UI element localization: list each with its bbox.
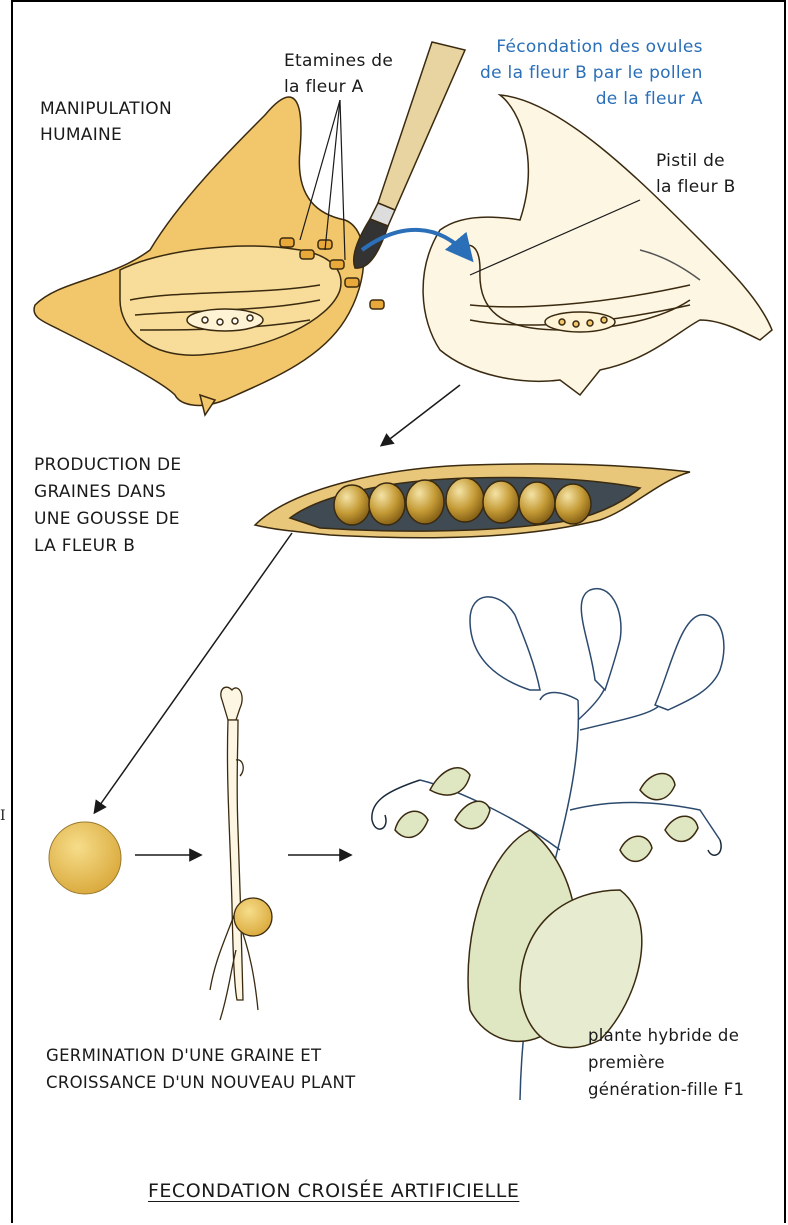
label-production: PRODUCTION DE GRAINES DANS UNE GOUSSE DE… <box>34 452 181 560</box>
figure-title: FECONDATION CROISÉE ARTIFICIELLE <box>148 1180 519 1202</box>
label-manipulation: MANIPULATION HUMAINE <box>40 96 172 148</box>
edge-mark: I <box>0 808 11 836</box>
label-pistil: Pistil de la fleur B <box>656 148 736 200</box>
label-hybride: plante hybride de première génération-fi… <box>588 1022 744 1103</box>
label-germination: GERMINATION D'UNE GRAINE ET CROISSANCE D… <box>46 1042 355 1096</box>
label-etamines: Etamines de la fleur A <box>284 48 393 100</box>
arrow-pod-to-seed <box>95 533 292 812</box>
label-fecondation: Fécondation des ovules de la fleur B par… <box>480 34 703 112</box>
seed-pod <box>255 464 690 538</box>
flower-b <box>423 95 772 395</box>
arrow-flower-to-pod <box>382 385 460 445</box>
seedling <box>210 687 272 1020</box>
pea-seed <box>49 822 121 894</box>
